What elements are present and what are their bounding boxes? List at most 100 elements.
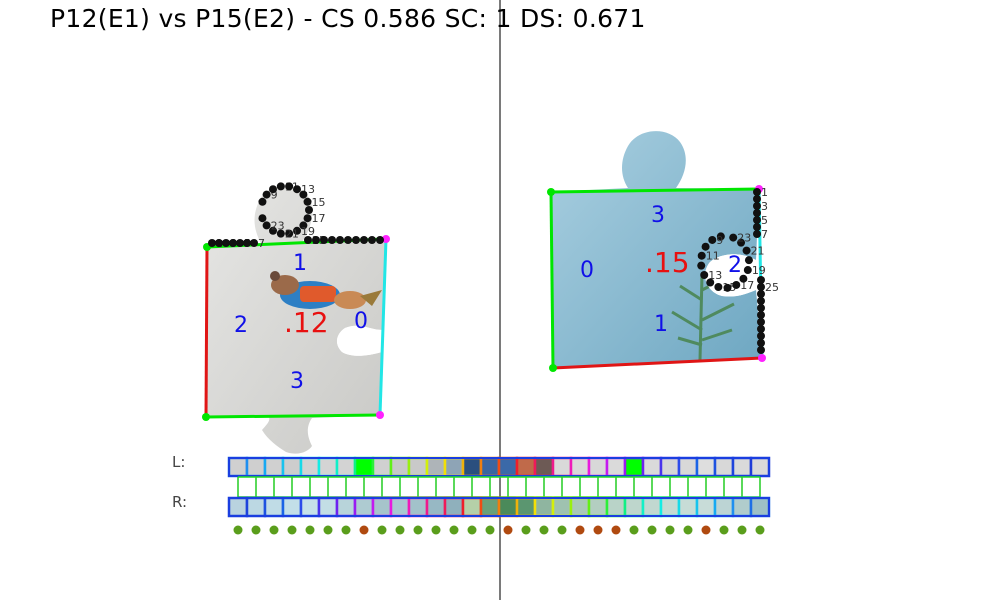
right-edge-label-1: 1	[654, 312, 668, 337]
right-strip-cell	[515, 496, 537, 518]
right-strip-cell	[479, 496, 501, 518]
right-piece-id-label: .15	[645, 246, 690, 279]
match-score-dot	[233, 525, 243, 535]
match-score-dot	[377, 525, 387, 535]
left-strip-cell	[335, 456, 357, 478]
contour-point	[299, 221, 308, 230]
contour-point	[258, 197, 267, 206]
left-strip-cell	[317, 456, 339, 478]
contour-point-label: 3	[761, 200, 768, 213]
left-strip-cell	[281, 456, 303, 478]
contour-point	[229, 239, 237, 247]
match-score-dot	[449, 525, 459, 535]
match-score-dot	[359, 525, 369, 535]
contour-point	[729, 233, 738, 242]
contour-point	[701, 242, 710, 251]
contour-point-label: 21	[285, 228, 299, 241]
contour-point	[276, 229, 285, 238]
right-edge-bottom	[552, 356, 763, 370]
contour-point	[753, 223, 761, 231]
match-score-dot	[341, 525, 351, 535]
contour-point-label: 21	[751, 245, 765, 258]
contour-point	[293, 185, 301, 194]
contour-point	[742, 246, 751, 255]
contour-point	[336, 236, 344, 244]
match-score-dot	[485, 525, 495, 535]
contour-point	[757, 276, 765, 284]
left-strip-cell	[371, 456, 393, 478]
contour-point-label: 15	[312, 196, 326, 209]
contour-point	[697, 261, 706, 270]
contour-point	[208, 239, 216, 247]
contour-point	[303, 197, 312, 206]
right-strip-cell	[425, 496, 447, 518]
right-corner-br	[758, 354, 766, 362]
right-strip-cell	[227, 496, 249, 518]
left-edge-left	[204, 246, 209, 418]
left-strip-cell	[389, 456, 411, 478]
contour-point	[753, 230, 761, 238]
left-edge-label-2: 2	[234, 313, 248, 338]
left-sample-strip	[227, 456, 771, 478]
match-score-dot	[503, 525, 513, 535]
left-strip-cell	[659, 456, 681, 478]
left-strip-cell	[749, 456, 771, 478]
contour-point	[276, 182, 285, 191]
right-edge-label-0: 0	[580, 258, 594, 283]
right-corner-tl	[547, 188, 555, 196]
contour-point	[304, 236, 312, 244]
contour-point-label: 7	[258, 237, 265, 250]
contour-point-label: 1	[761, 186, 768, 199]
right-strip-cell	[641, 496, 663, 518]
match-score-dot	[701, 525, 711, 535]
left-strip-cell	[713, 456, 735, 478]
right-strip-cell	[371, 496, 393, 518]
left-strip-cell	[443, 456, 465, 478]
right-strip-cell	[551, 496, 573, 518]
contour-point	[739, 274, 748, 283]
right-edge-label-2: 2	[728, 253, 742, 278]
match-score-dot	[575, 525, 585, 535]
right-strip-cell	[497, 496, 519, 518]
right-strip-frame	[228, 497, 770, 517]
contour-point	[757, 346, 765, 354]
right-strip-cell	[263, 496, 285, 518]
match-score-dots	[233, 525, 765, 535]
match-score-dot	[251, 525, 261, 535]
right-sample-strip	[227, 496, 771, 518]
right-strip-cell	[677, 496, 699, 518]
contour-point	[757, 304, 765, 312]
right-strip-cell	[461, 496, 483, 518]
right-strip-cell	[587, 496, 609, 518]
left-piece-illustration	[270, 271, 382, 309]
contour-point	[285, 229, 294, 238]
left-strip-cell	[479, 456, 501, 478]
left-piece-body	[206, 185, 386, 454]
left-strip-cell	[641, 456, 663, 478]
contour-point	[262, 221, 271, 230]
right-edge-label-3: 3	[651, 203, 665, 228]
right-strip-cell	[605, 496, 627, 518]
contour-point-label: 5	[761, 214, 768, 227]
contour-point	[757, 283, 765, 291]
contour-point	[360, 236, 368, 244]
right-strip-cell	[713, 496, 735, 518]
right-puzzle-piece: 135791113151719212325 3 0 2 1 .15	[547, 131, 779, 372]
contour-point	[262, 190, 271, 199]
match-score-dot	[737, 525, 747, 535]
contour-point	[285, 182, 294, 191]
contour-point	[716, 232, 725, 241]
left-piece-hole	[336, 325, 382, 356]
match-score-dot	[539, 525, 549, 535]
contour-point	[344, 236, 352, 244]
left-corner-br	[376, 411, 384, 419]
right-strip-cell	[389, 496, 411, 518]
left-strip-cell	[605, 456, 627, 478]
left-strip-cell	[695, 456, 717, 478]
right-strip-cell	[281, 496, 303, 518]
left-edge-label-0: 0	[354, 309, 368, 334]
left-strip-cell	[569, 456, 591, 478]
contour-point	[328, 236, 336, 244]
right-strip-cell	[749, 496, 771, 518]
match-score-dot	[413, 525, 423, 535]
